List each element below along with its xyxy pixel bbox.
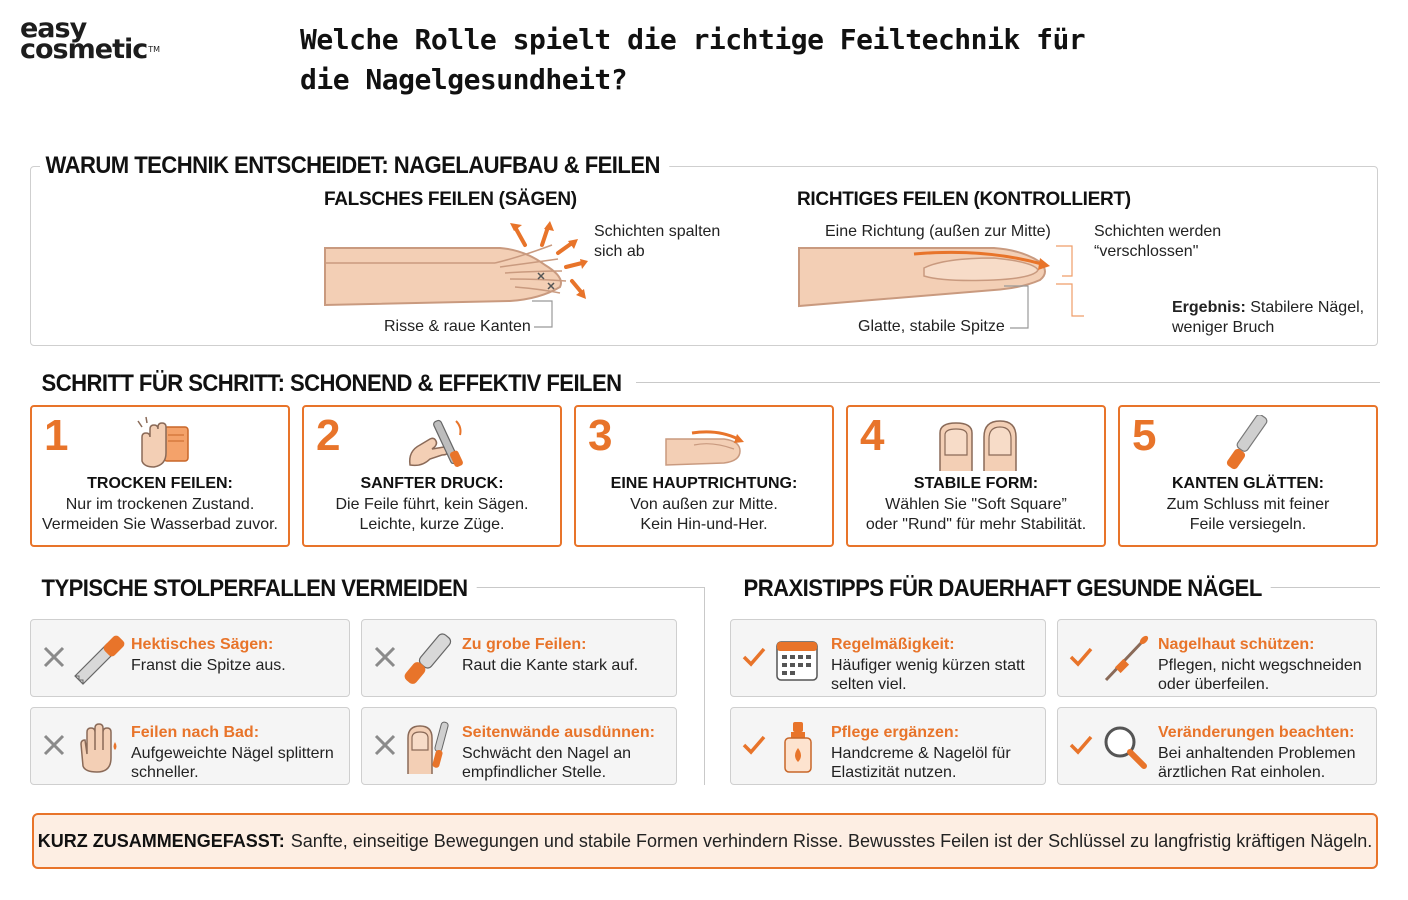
step-title: TROCKEN FEILEN: [87, 475, 233, 492]
dry-hand-towel-icon [137, 416, 189, 468]
brand-logo: easy cosmeticTM [20, 13, 190, 63]
tip-title: Nagelhaut schützen: [1158, 636, 1315, 653]
wet-hand-icon [80, 723, 117, 773]
step-title: STABILE FORM: [913, 475, 1039, 492]
label-cracks: Risse & raue Kanten [384, 318, 531, 335]
result-value: Stabilere Nägel, weniger Bruch [1172, 299, 1365, 336]
result-label: Ergebnis: [1172, 299, 1246, 316]
section-divider [704, 587, 705, 785]
label-direction: Eine Richtung (außen zur Mitte) [825, 223, 1051, 240]
section4-heading: PRAXISTIPPS FÜR DAUERHAFT GESUNDE NÄGEL [738, 575, 1271, 603]
finger-file-icon [407, 721, 449, 774]
pitfall-title: Zu grobe Feilen: [462, 636, 587, 653]
pitfall-card-4: Seitenwände ausdünnen: Schwächt den Nage… [361, 707, 677, 785]
saw-icon [74, 635, 125, 685]
tip-card-1: Regelmäßigkeit: Häufiger wenig kürzen st… [730, 619, 1046, 697]
check-mark-icon [1069, 647, 1093, 667]
page-title: Welche Rolle spielt die richtige Feiltec… [300, 23, 1086, 96]
cuticle-pusher-icon [1104, 635, 1149, 682]
check-mark-icon [1069, 735, 1093, 755]
section4-rule [1270, 587, 1380, 588]
pitfall-desc: Franst die Spitze aus. [131, 657, 286, 674]
hand-file-icon [408, 419, 463, 467]
summary-banner: KURZ ZUSAMMENGEFASST: Sanfte, einseitige… [32, 813, 1378, 869]
step-number: 1 [44, 411, 69, 460]
brand-line1: easy [20, 13, 87, 44]
pitfall-title: Seitenwände ausdünnen: [462, 724, 655, 741]
summary-label: KURZ ZUSAMMENGEFASST: [37, 830, 285, 851]
check-mark-icon [742, 735, 766, 755]
step-title: KANTEN GLÄTTEN: [1172, 475, 1324, 492]
step-3: 3 EINE HAUPTRICHTUNG: Von außen zur Mitt… [574, 405, 834, 547]
step-5: 5 KANTEN GLÄTTEN: Zum Schluss mit feiner… [1118, 405, 1378, 547]
pitfall-card-1: Hektisches Sägen: Franst die Spitze aus. [30, 619, 350, 697]
summary-text: Sanfte, einseitige Bewegungen und stabil… [290, 830, 1373, 851]
coarse-file-icon [404, 633, 452, 684]
anatomy-box [30, 166, 1378, 346]
label-sealed: Schichten werden “verschlossen" [1094, 223, 1222, 260]
brand-tm: TM [148, 45, 161, 54]
wrong-filing-illustration [324, 221, 588, 328]
fine-file-icon [1226, 415, 1268, 470]
tip-card-3: Pflege ergänzen: Handcreme & Nagelöl für… [730, 707, 1046, 785]
step-title: SANFTER DRUCK: [360, 475, 504, 492]
step-desc: Wählen Sie "Soft Square”oder "Rund" für … [865, 496, 1087, 533]
nail-shapes-icon [939, 420, 1017, 471]
wrong-title: FALSCHES FEILEN (SÄGEN) [324, 189, 577, 210]
check-mark-icon [742, 647, 766, 667]
step-number: 5 [1132, 411, 1157, 460]
magnifier-icon [1104, 726, 1147, 769]
step-desc: Die Feile führt, kein Sägen.Leichte, kur… [335, 496, 529, 533]
calendar-icon [776, 641, 818, 681]
tip-title: Pflege ergänzen: [831, 724, 960, 741]
x-mark-icon [43, 646, 65, 668]
label-smooth-tip: Glatte, stabile Spitze [858, 318, 1005, 335]
step-desc: Nur im trockenen Zustand.Vermeiden Sie W… [42, 496, 278, 533]
section1-heading: WARUM TECHNIK ENTSCHEIDET: NAGELAUFBAU &… [40, 152, 670, 180]
step-1: 1 TROCKEN FEILEN: Nur im trockenen Zusta… [30, 405, 290, 547]
tip-title: Regelmäßigkeit: [831, 636, 955, 653]
step-number: 4 [860, 411, 885, 460]
section3-rule [476, 587, 704, 588]
x-mark-icon [374, 646, 396, 668]
oil-bottle-icon [784, 722, 812, 773]
right-title: RICHTIGES FEILEN (KONTROLLIERT) [797, 189, 1131, 210]
pitfall-card-2: Zu grobe Feilen: Raut die Kante stark au… [361, 619, 677, 697]
step-desc: Von außen zur Mitte.Kein Hin-und-Her. [630, 496, 778, 533]
pitfall-card-3: Feilen nach Bad: Aufgeweichte Nägel spli… [30, 707, 350, 785]
step-4: 4 STABILE FORM: Wählen Sie "Soft Square”… [846, 405, 1106, 547]
section2-rule [636, 382, 1380, 383]
right-filing-illustration [798, 245, 1084, 329]
pitfall-title: Feilen nach Bad: [131, 724, 260, 741]
nail-direction-icon [665, 430, 744, 466]
tip-card-4: Veränderungen beachten: Bei anhaltenden … [1057, 707, 1377, 785]
brand-line2: cosmetic [20, 34, 148, 65]
tip-card-2: Nagelhaut schützen: Pflegen, nicht wegsc… [1057, 619, 1377, 697]
section2-heading: SCHRITT FÜR SCHRITT: SCHONEND & EFFEKTIV… [36, 370, 631, 398]
label-layers-split: Schichten spalten sich ab [594, 223, 721, 260]
result-text: Ergebnis: Stabilere Nägel, weniger Bruch [1172, 298, 1372, 338]
tip-title: Veränderungen beachten: [1158, 724, 1355, 741]
step-number: 2 [316, 411, 341, 460]
step-title: EINE HAUPTRICHTUNG: [610, 475, 798, 492]
pitfall-desc: Raut die Kante stark auf. [462, 657, 639, 674]
section3-heading: TYPISCHE STOLPERFALLEN VERMEIDEN [36, 575, 477, 603]
x-mark-icon [43, 734, 65, 756]
pitfall-title: Hektisches Sägen: [131, 636, 274, 653]
x-mark-icon [374, 734, 396, 756]
step-2: 2 SANFTER DRUCK: Die Feile führt, kein S… [302, 405, 562, 547]
step-number: 3 [588, 411, 613, 460]
